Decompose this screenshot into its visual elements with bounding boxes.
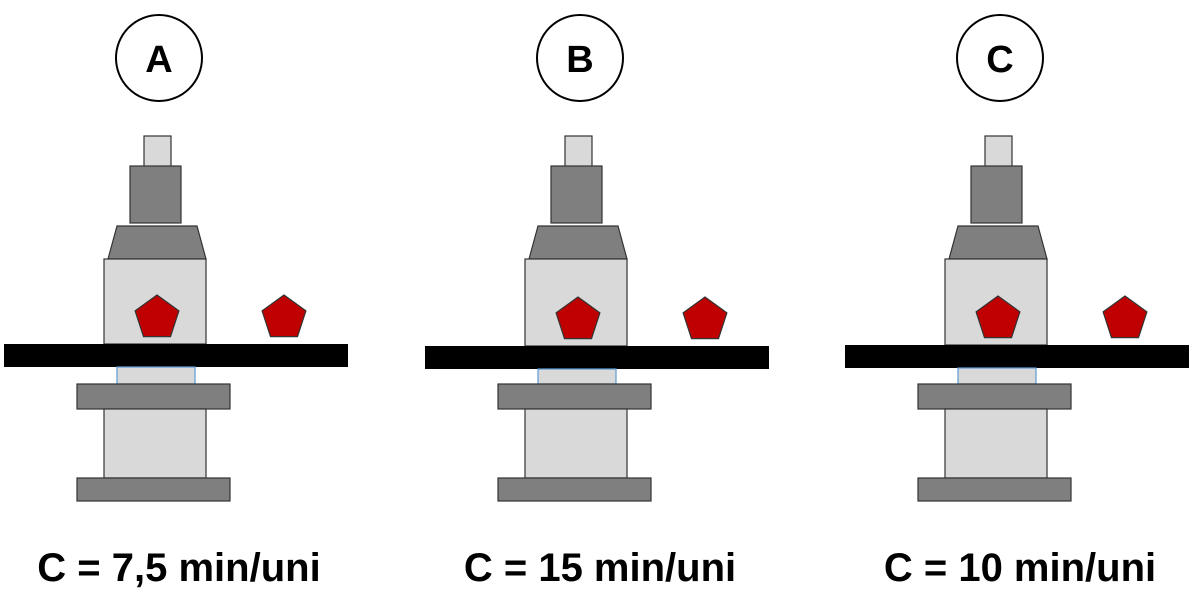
support-column bbox=[957, 367, 1037, 385]
machine-a: A C = 7,5 min/uni bbox=[0, 0, 398, 603]
part-in-process bbox=[975, 295, 1021, 339]
conveyor-belt bbox=[4, 344, 348, 367]
machine-drawing: A bbox=[4, 14, 348, 502]
machine-label: C bbox=[986, 39, 1013, 81]
label-circle bbox=[956, 14, 1044, 102]
machine-head bbox=[107, 225, 207, 260]
machine-drawing: C bbox=[845, 14, 1189, 502]
label-circle bbox=[115, 14, 203, 102]
motor-block bbox=[550, 165, 603, 224]
base-plate bbox=[917, 477, 1072, 502]
support-body bbox=[103, 408, 207, 479]
label-circle bbox=[536, 14, 624, 102]
motor-block bbox=[129, 165, 182, 224]
machine-head bbox=[948, 225, 1048, 260]
support-column bbox=[116, 366, 196, 385]
part-in-process bbox=[134, 294, 180, 338]
support-flange bbox=[497, 383, 652, 410]
part-waiting bbox=[261, 294, 307, 338]
conveyor-belt bbox=[845, 345, 1189, 368]
part-in-process bbox=[555, 296, 601, 340]
spindle-cap bbox=[984, 135, 1013, 169]
support-flange bbox=[917, 383, 1072, 410]
spindle-cap bbox=[143, 135, 172, 169]
base-plate bbox=[76, 477, 231, 502]
machine-b: B C = 15 min/uni bbox=[421, 0, 819, 603]
cycle-time-caption: C = 15 min/uni bbox=[463, 546, 737, 590]
part-waiting bbox=[1102, 295, 1148, 339]
machine-label: B bbox=[566, 39, 593, 81]
cycle-time-caption: C = 10 min/uni bbox=[883, 546, 1157, 590]
support-column bbox=[537, 368, 617, 385]
conveyor-belt bbox=[425, 346, 769, 369]
support-flange bbox=[76, 383, 231, 410]
cycle-time-caption: C = 7,5 min/uni bbox=[37, 546, 321, 590]
support-body bbox=[524, 408, 628, 479]
base-plate bbox=[497, 477, 652, 502]
machine-head bbox=[528, 225, 628, 260]
spindle-cap bbox=[564, 135, 593, 169]
motor-block bbox=[970, 165, 1023, 224]
machine-drawing: B bbox=[425, 14, 769, 502]
part-waiting bbox=[682, 296, 728, 340]
support-body bbox=[944, 408, 1048, 479]
machine-label: A bbox=[145, 39, 172, 81]
machine-c: C C = 10 min/uni bbox=[841, 0, 1194, 603]
